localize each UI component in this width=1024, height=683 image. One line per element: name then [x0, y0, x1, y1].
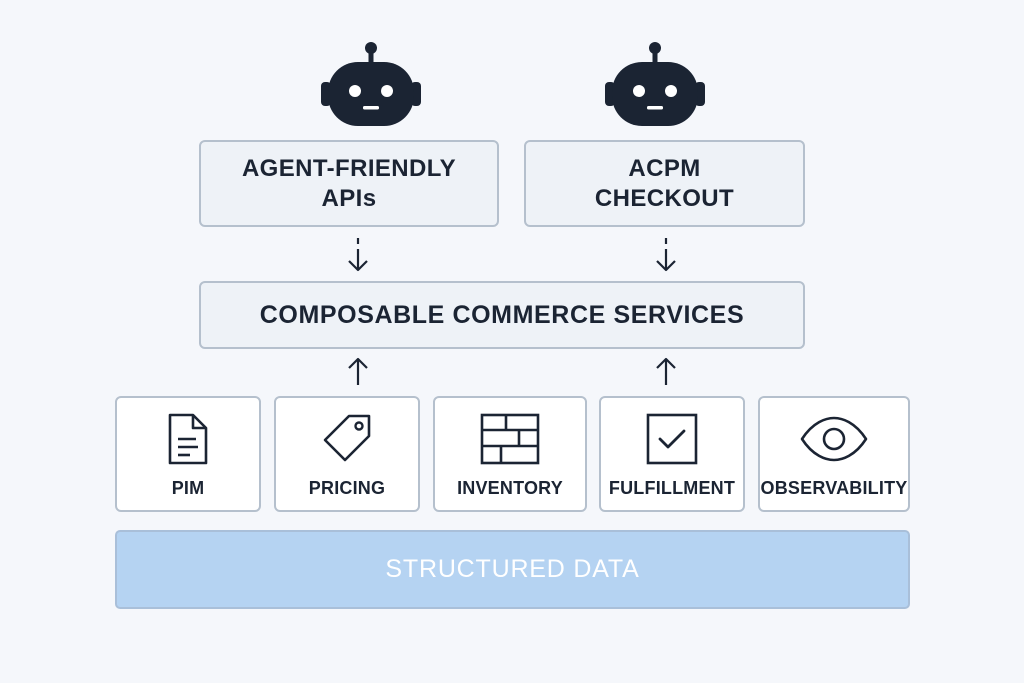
tile-label: PRICING — [308, 478, 386, 498]
tile-label: PIM — [171, 478, 205, 498]
tile-observability: OBSERVABILITY — [758, 396, 910, 512]
box-label-line: APIs — [321, 184, 377, 212]
data-layer-label: STRUCTURED DATA — [385, 555, 640, 583]
price-tag-icon — [323, 414, 371, 462]
agent-friendly-apis-box: AGENT-FRIENDLY APIs — [199, 140, 499, 227]
arrow-up-icon — [348, 357, 368, 385]
structured-data-layer: STRUCTURED DATA — [115, 530, 910, 609]
box-label-line: AGENT-FRIENDLY — [241, 154, 457, 182]
tile-pim: PIM — [115, 396, 261, 512]
tile-inventory: INVENTORY — [433, 396, 587, 512]
box-label-line: ACPM — [628, 154, 701, 182]
tile-label: FULFILLMENT — [608, 478, 736, 498]
arrow-down-icon — [348, 238, 368, 272]
arrow-up-icon — [656, 357, 676, 385]
tile-fulfillment: FULFILLMENT — [599, 396, 745, 512]
tile-label: INVENTORY — [457, 478, 563, 498]
inventory-grid-icon — [480, 413, 540, 465]
acpm-checkout-box: ACPM CHECKOUT — [524, 140, 805, 227]
checkbox-icon — [646, 413, 698, 465]
eye-icon — [800, 416, 868, 462]
services-label: COMPOSABLE COMMERCE SERVICES — [259, 300, 745, 329]
robot-icon — [605, 42, 705, 126]
document-icon — [168, 413, 208, 465]
box-label-line: CHECKOUT — [594, 184, 735, 212]
arrow-down-icon — [656, 238, 676, 272]
tile-label: OBSERVABILITY — [760, 478, 908, 498]
robot-icon — [321, 42, 421, 126]
tile-pricing: PRICING — [274, 396, 420, 512]
composable-commerce-services-box: COMPOSABLE COMMERCE SERVICES — [199, 281, 805, 349]
